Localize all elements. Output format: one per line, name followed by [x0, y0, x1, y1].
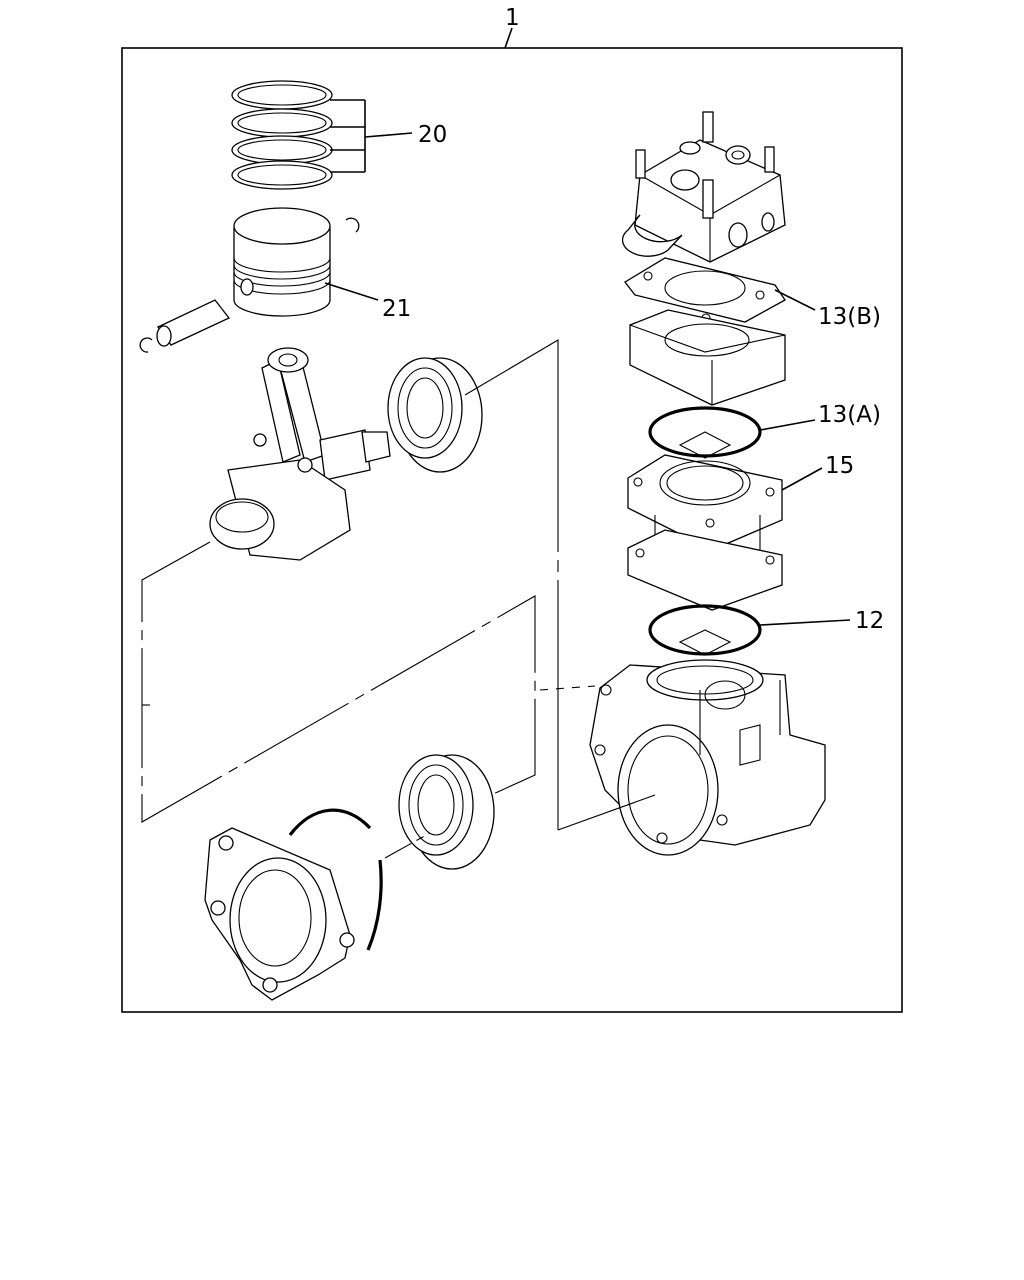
callout-13a-label: 13(A)	[818, 402, 881, 428]
callout-15-leader	[781, 467, 823, 491]
cylinder-liner	[627, 454, 783, 611]
callout-13b-leader	[774, 289, 816, 311]
callout-15-label: 15	[825, 453, 854, 479]
snap-ring-left	[139, 337, 153, 353]
crankcase	[589, 659, 826, 856]
callout-13a-leader	[759, 419, 816, 431]
piston	[233, 207, 331, 317]
end-cover	[204, 827, 355, 1001]
piston-rings	[231, 80, 333, 190]
o-ring-13a-inner	[678, 431, 732, 459]
assembly-guide-left	[141, 339, 559, 830]
snap-ring-right	[345, 217, 360, 233]
cylinder-head	[621, 111, 786, 263]
o-ring-12	[648, 604, 762, 656]
o-ring-12-inner	[678, 629, 732, 656]
callout-20-label: 20	[418, 122, 447, 148]
diagram-frame	[121, 47, 903, 1013]
bearing-axis-guide	[384, 832, 431, 859]
callout-21-label: 21	[382, 296, 411, 322]
callout-1-label: 1	[505, 5, 520, 31]
retaining-ring	[288, 808, 383, 951]
o-ring-13a	[648, 406, 762, 458]
gasket-b	[624, 257, 786, 323]
callout-21-leader	[324, 282, 379, 301]
piston-pin	[156, 299, 231, 347]
callout-20-leader	[330, 99, 413, 173]
callout-1-leader	[504, 27, 513, 49]
callout-12-label: 12	[855, 608, 884, 634]
callout-12-leader	[759, 619, 851, 626]
valve-plate	[629, 309, 786, 406]
callout-13b-label: 13(B)	[818, 304, 881, 330]
ball-bearing-upper	[387, 357, 483, 473]
ball-bearing-lower	[398, 754, 495, 870]
assembly-guide-right	[142, 685, 656, 831]
crankshaft	[209, 347, 391, 561]
